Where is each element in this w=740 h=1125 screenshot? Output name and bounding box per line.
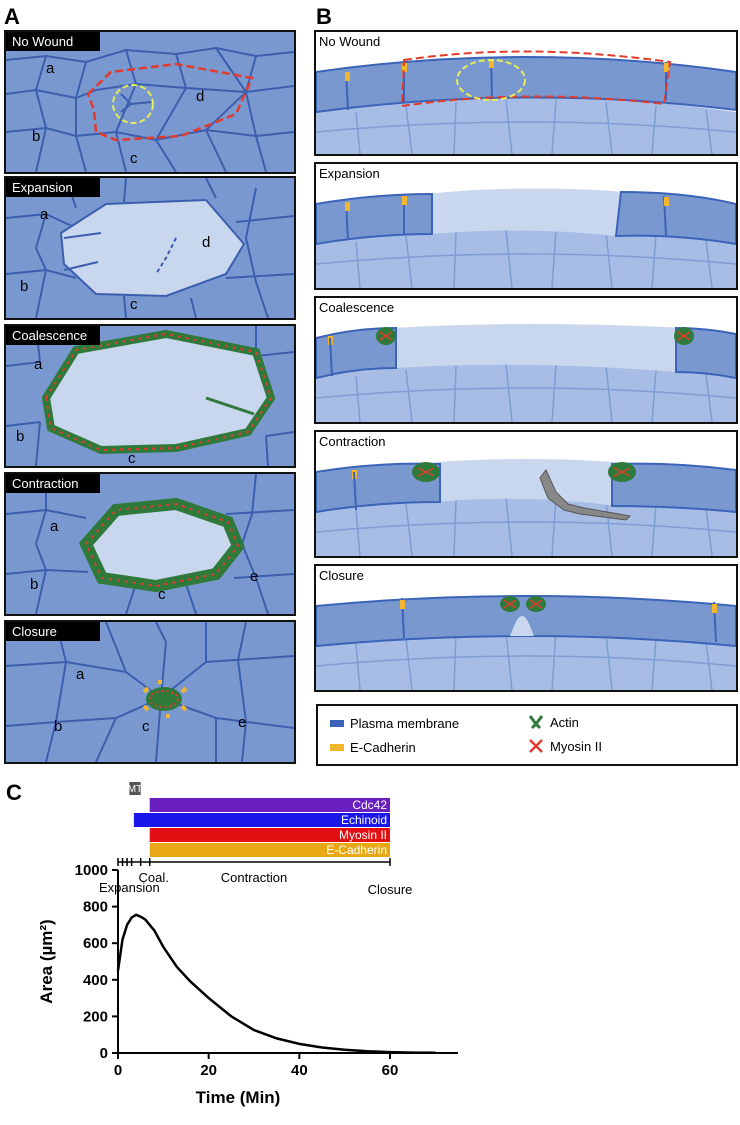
epithelium-top-view (6, 178, 294, 318)
e-cadherin-swatch (330, 744, 344, 751)
cell-label-a: a (46, 60, 55, 77)
myosin-icon (529, 739, 543, 753)
bar-label: Myosin II (339, 828, 387, 842)
bar-label: Cdc42 (352, 798, 387, 812)
cell-label-a: a (50, 518, 59, 535)
epithelium-top-view (6, 622, 294, 762)
y-tick-label: 1000 (75, 862, 108, 879)
x-axis-label: Time (Min) (196, 1088, 281, 1107)
epithelium-side-view (316, 50, 736, 154)
stage-label: Closure (6, 622, 100, 641)
actin-icon (528, 715, 544, 730)
panel-b-expansion: Expansion (314, 162, 738, 290)
cell-label-c: c (130, 296, 138, 313)
legend-item-actin: Actin (528, 714, 579, 730)
phase-label: Closure (368, 882, 413, 897)
epithelium-top-view (6, 32, 294, 172)
area-curve (116, 913, 436, 1055)
panel-b-no-wound: No Wound (314, 30, 738, 156)
stage-label: Contraction (6, 474, 100, 493)
cell-label-c: c (142, 718, 150, 735)
x-tick-label: 0 (114, 1062, 122, 1079)
cell-label-c: c (130, 150, 138, 167)
x-tick-label: 20 (200, 1062, 217, 1079)
cell-label-a: a (40, 206, 49, 223)
bar-echinoid (133, 813, 390, 827)
legend-item-myosin: Myosin II (528, 738, 602, 754)
cell-label-b: b (30, 576, 39, 593)
stage-label: Coalescence (319, 300, 395, 315)
y-tick-label: 800 (83, 899, 108, 916)
bar-label: MT (128, 784, 142, 795)
stage-label: Contraction (319, 434, 386, 449)
panel-letter-b: B (316, 4, 332, 29)
legend-label: E-Cadherin (350, 740, 416, 755)
panel-letter-a: A (4, 4, 20, 29)
legend-label: Plasma membrane (350, 716, 460, 731)
y-tick-label: 200 (83, 1008, 108, 1025)
panel-a-closure: Closure a b c e (4, 620, 296, 764)
stage-label: Expansion (319, 166, 380, 181)
phase-label: Coal. (139, 870, 169, 885)
y-tick-label: 0 (100, 1045, 108, 1062)
panel-a-no-wound: No Wound a b c d (4, 30, 296, 174)
epithelium-side-view (316, 324, 736, 422)
cell-label-b: b (32, 128, 41, 145)
panel-a-coalescence: Coalescence a b c (4, 324, 296, 468)
legend-label: Actin (550, 714, 579, 730)
cell-label-e: e (250, 568, 259, 585)
panel-b-contraction: Contraction (314, 430, 738, 558)
epithelium-side-view (316, 595, 736, 690)
bar-mt (129, 782, 141, 795)
y-axis-label: Area (µm²) (37, 919, 56, 1003)
stage-label: Expansion (6, 178, 100, 197)
panel-a-contraction: Contraction a b c e (4, 472, 296, 616)
cell-label-d: d (196, 88, 205, 105)
panel-b-closure: Closure (314, 564, 738, 692)
bar-label: Echinoid (341, 813, 387, 827)
cell-label-e: e (238, 714, 247, 731)
legend-item-e-cadherin: E-Cadherin (330, 740, 416, 755)
x-tick-label: 40 (291, 1062, 308, 1079)
y-tick-label: 600 (83, 935, 108, 952)
bar-e-cadherin (149, 843, 390, 857)
stage-label: No Wound (319, 34, 381, 49)
cell-label-b: b (54, 718, 63, 735)
cell-label-a: a (34, 356, 43, 373)
epithelium-top-view (6, 326, 294, 466)
bar-label: E-Cadherin (326, 843, 387, 857)
cell-label-c: c (128, 450, 136, 467)
phase-label: Contraction (221, 870, 287, 885)
epithelium-side-view (316, 459, 736, 556)
epithelium-side-view (316, 188, 736, 288)
phase-label: Expansion (99, 880, 160, 895)
stage-label: No Wound (6, 32, 100, 51)
y-tick-label: 400 (83, 972, 108, 989)
panel-letter-c: C (6, 780, 22, 805)
cell-label-c: c (158, 586, 166, 603)
stage-label: Closure (319, 568, 364, 583)
bar-myosin-ii (149, 828, 390, 842)
epithelium-top-view (6, 474, 294, 614)
cell-label-b: b (16, 428, 25, 445)
legend-label: Myosin II (550, 738, 603, 754)
stage-label: Coalescence (6, 326, 100, 345)
plasma-membrane-swatch (330, 720, 344, 727)
panel-b-coalescence: Coalescence (314, 296, 738, 424)
legend: Plasma membrane E-Cadherin Actin Myosin … (316, 704, 738, 766)
bar-cdc42 (149, 798, 390, 812)
x-tick-label: 60 (382, 1062, 399, 1079)
cell-label-d: d (202, 234, 211, 251)
legend-item-plasma-membrane: Plasma membrane (330, 716, 459, 731)
panel-a-expansion: Expansion a b c d (4, 176, 296, 320)
cell-label-b: b (20, 278, 29, 295)
cell-label-a: a (76, 666, 85, 683)
